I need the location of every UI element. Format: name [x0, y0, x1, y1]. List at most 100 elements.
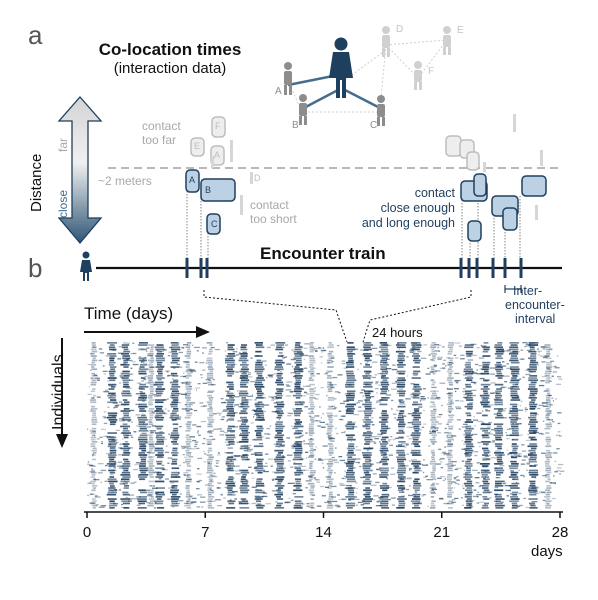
raster-event	[164, 370, 170, 372]
raster-event	[468, 492, 471, 495]
raster-event	[325, 476, 331, 478]
raster-event	[197, 494, 202, 496]
raster-event	[431, 487, 434, 489]
raster-event	[216, 462, 219, 464]
raster-event	[546, 414, 550, 416]
raster-event	[179, 366, 183, 368]
raster-event	[435, 463, 441, 465]
raster-event	[474, 477, 480, 479]
raster-event	[387, 498, 391, 501]
raster-event	[89, 502, 95, 504]
raster-event	[469, 503, 471, 505]
raster-event	[205, 379, 210, 381]
raster-event	[406, 356, 409, 358]
raster-event	[525, 506, 530, 509]
raster-event	[376, 435, 381, 438]
raster-event	[212, 438, 216, 440]
interval-label-line2: encounter-	[505, 298, 565, 312]
raster-event	[432, 442, 435, 444]
raster-event	[268, 458, 274, 460]
raster-event	[420, 357, 427, 359]
raster-event	[107, 406, 110, 408]
raster-event	[319, 406, 321, 408]
raster-event	[427, 505, 429, 508]
raster-tick-label: 21	[433, 524, 451, 541]
raster-event	[314, 387, 316, 389]
raster-event	[454, 390, 457, 393]
raster-event	[532, 486, 538, 488]
raster-event	[342, 415, 345, 417]
raster-event	[454, 487, 456, 489]
raster-event	[538, 432, 543, 435]
raster-event	[476, 502, 480, 504]
raster-event	[260, 410, 266, 413]
raster-event	[524, 407, 527, 409]
raster-event	[525, 345, 531, 347]
raster-day-column	[410, 342, 423, 509]
raster-event	[370, 396, 375, 398]
raster-event	[127, 342, 130, 344]
raster-event	[181, 447, 186, 449]
raster-event	[477, 472, 480, 474]
raster-event	[446, 393, 451, 395]
raster-event	[320, 417, 322, 419]
raster-event	[298, 369, 303, 371]
raster-event	[375, 354, 381, 356]
raster-event	[456, 419, 461, 421]
raster-event	[204, 484, 210, 486]
raster-event	[141, 361, 143, 364]
too-far-label-line2: too far	[142, 133, 177, 147]
raster-event	[453, 354, 457, 356]
raster-event	[261, 394, 265, 396]
raster-event	[125, 496, 129, 499]
person-a-icon	[284, 62, 292, 95]
raster-event	[401, 490, 404, 493]
raster-event	[186, 478, 192, 481]
raster-event	[161, 464, 165, 466]
raster-event	[290, 466, 293, 468]
raster-event	[231, 491, 238, 493]
raster-event	[446, 435, 448, 437]
raster-event	[480, 345, 487, 347]
raster-event	[254, 466, 258, 468]
raster-event	[434, 427, 439, 429]
raster-event	[91, 493, 95, 495]
raster-event	[454, 497, 459, 500]
raster-event	[357, 410, 363, 412]
raster-event	[290, 372, 297, 374]
raster-event	[184, 474, 189, 477]
raster-event	[118, 467, 123, 469]
raster-event	[380, 448, 383, 450]
raster-event	[133, 468, 139, 471]
raster-event	[100, 481, 102, 483]
raster-event	[429, 430, 431, 432]
raster-event	[538, 404, 544, 406]
raster-event	[292, 408, 297, 410]
raster-event	[401, 431, 405, 433]
raster-event	[419, 454, 422, 456]
raster-event	[265, 503, 271, 505]
raster-event	[250, 380, 255, 383]
raster-event	[386, 478, 388, 480]
raster-event	[132, 363, 139, 366]
raster-event	[515, 404, 519, 406]
raster-event	[287, 415, 292, 417]
raster-day-column	[169, 342, 181, 507]
raster-event	[488, 451, 491, 453]
raster-event	[510, 469, 514, 472]
raster-event	[130, 482, 135, 484]
raster-event	[258, 470, 261, 472]
raster-event	[144, 382, 151, 384]
raster-event	[488, 441, 495, 443]
raster-event	[312, 349, 315, 351]
raster-event	[423, 344, 428, 346]
raster-event	[333, 415, 338, 417]
raster-event	[248, 466, 252, 468]
contact-label-b: B	[205, 185, 212, 195]
raster-event	[210, 384, 216, 386]
raster-columns	[89, 342, 553, 509]
raster-event	[116, 442, 118, 444]
raster-event	[445, 440, 452, 442]
